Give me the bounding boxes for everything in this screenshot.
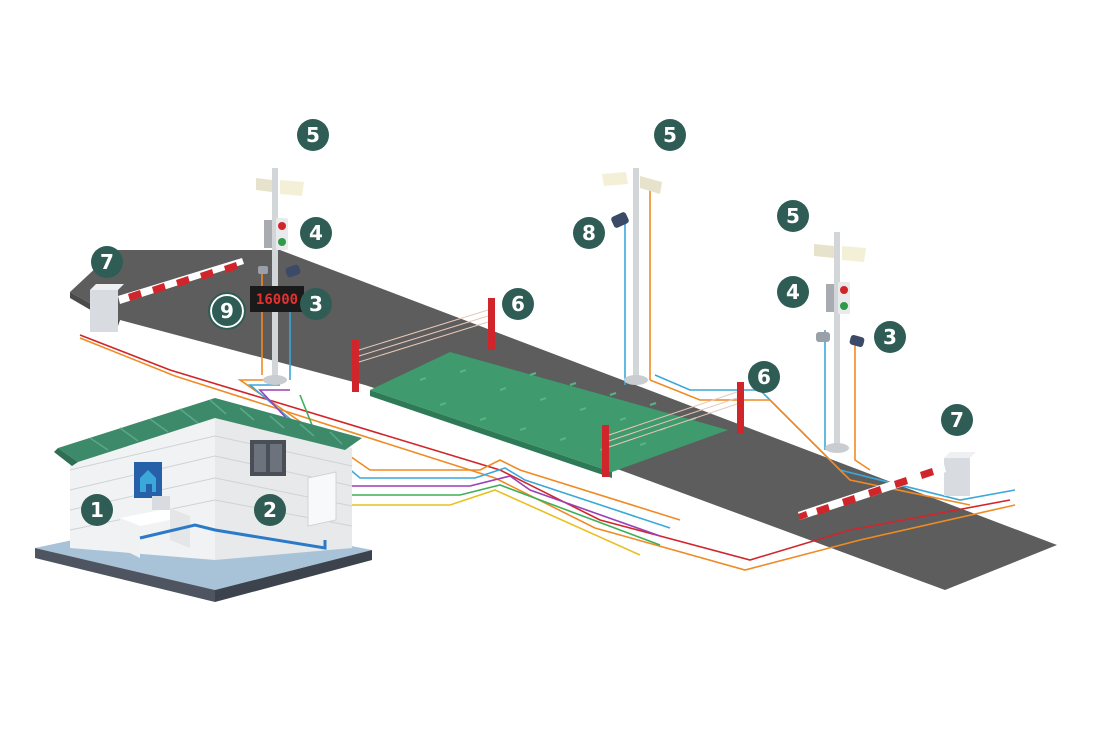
barrier-gate-icon [90, 258, 976, 520]
cable-bundle [79, 185, 1016, 571]
svg-text:9: 9 [220, 299, 234, 323]
marker-3a: 3 [300, 288, 332, 320]
marker-4b: 4 [777, 276, 809, 308]
traffic-light-icon [826, 282, 850, 314]
svg-text:4: 4 [786, 280, 800, 304]
marker-4a: 4 [300, 217, 332, 249]
scale-display-value: 16000 [256, 292, 298, 308]
camera-icon [816, 332, 865, 347]
display-board-icon: 16000 [250, 286, 304, 312]
marker-5a: 5 [297, 119, 329, 151]
marker-7a: 7 [91, 246, 123, 278]
svg-text:6: 6 [757, 365, 771, 389]
marker-6a: 6 [502, 288, 534, 320]
svg-text:4: 4 [309, 221, 323, 245]
floodlight-icon [256, 178, 304, 196]
camera-icon [611, 212, 629, 228]
marker-2: 2 [254, 494, 286, 526]
camera-icon [258, 264, 301, 278]
marker-1: 1 [81, 494, 113, 526]
svg-text:5: 5 [306, 123, 320, 147]
svg-text:5: 5 [663, 123, 677, 147]
svg-text:7: 7 [100, 250, 114, 274]
marker-7b: 7 [941, 404, 973, 436]
traffic-light-icon [264, 218, 288, 250]
weighbridge-platform [370, 352, 728, 472]
svg-text:3: 3 [883, 325, 897, 349]
booth-icon [35, 398, 372, 602]
floodlight-icon [602, 172, 662, 194]
pole-right [814, 232, 866, 453]
infrared-sensor-icon [352, 298, 744, 477]
svg-text:7: 7 [950, 408, 964, 432]
svg-text:1: 1 [90, 498, 104, 522]
marker-5c: 5 [777, 200, 809, 232]
marker-8: 8 [573, 217, 605, 249]
svg-text:3: 3 [309, 292, 323, 316]
marker-5b: 5 [654, 119, 686, 151]
marker-6b: 6 [748, 361, 780, 393]
svg-text:6: 6 [511, 292, 525, 316]
marker-9: 9 [208, 292, 246, 330]
platform-texture [419, 369, 697, 451]
svg-text:2: 2 [263, 498, 277, 522]
number-markers: 1 2 3 3 4 4 5 5 5 6 6 7 7 8 9 [81, 119, 973, 526]
floodlight-icon [814, 244, 866, 262]
pole-left [256, 168, 304, 385]
pole-middle [602, 168, 662, 385]
svg-text:8: 8 [582, 221, 596, 245]
marker-3b: 3 [874, 321, 906, 353]
weighbridge-platform-edge [370, 390, 612, 478]
svg-text:5: 5 [786, 204, 800, 228]
